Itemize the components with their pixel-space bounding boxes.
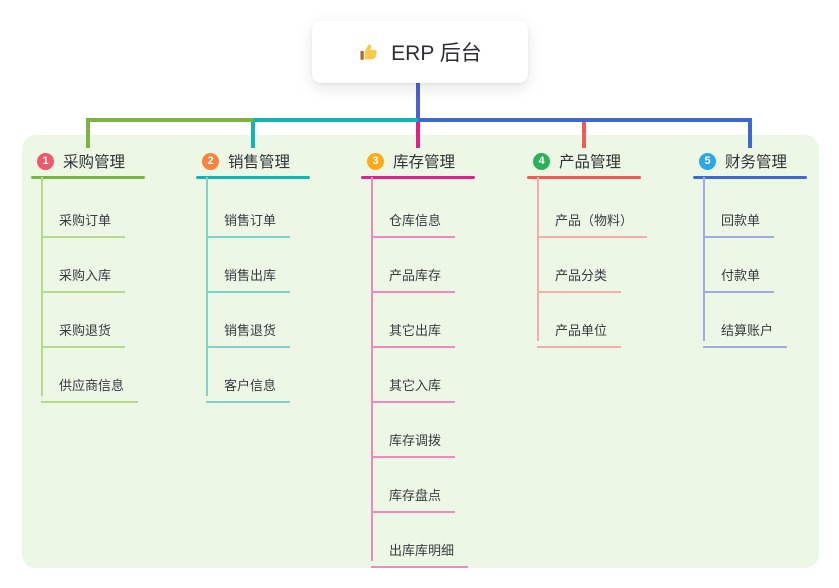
child-node-label: 销售退货 [224, 323, 277, 338]
branch-trunk-line [371, 177, 373, 561]
mindmap-panel [22, 135, 819, 568]
branch-underline [196, 176, 310, 179]
child-node-label: 回款单 [721, 213, 761, 228]
child-node[interactable]: 其它入库 [371, 359, 456, 403]
child-node-label: 产品库存 [389, 268, 442, 283]
root-node[interactable]: ERP 后台 [312, 21, 528, 83]
child-node-label: 产品分类 [555, 268, 608, 283]
child-node-label: 客户信息 [224, 378, 277, 393]
branch-label: 财务管理 [725, 154, 788, 171]
child-node-label: 供应商信息 [59, 378, 125, 393]
child-node[interactable]: 付款单 [703, 249, 775, 293]
branch-drop-line [748, 118, 752, 148]
branch-label: 库存管理 [393, 154, 456, 171]
child-node[interactable]: 采购订单 [41, 194, 126, 238]
branch-number-badge: 4 [533, 152, 550, 170]
child-node-label: 采购退货 [59, 323, 112, 338]
child-node[interactable]: 销售出库 [206, 249, 291, 293]
branch-drop-line [86, 118, 90, 148]
branch-label: 销售管理 [228, 154, 291, 171]
child-node[interactable]: 产品库存 [371, 249, 456, 293]
branch-underline [361, 176, 475, 179]
branch-number-badge: 3 [367, 152, 384, 170]
branch-label: 采购管理 [63, 154, 126, 171]
child-node[interactable]: 采购入库 [41, 249, 126, 293]
root-label: ERP 后台 [391, 42, 482, 65]
child-node[interactable]: 产品分类 [537, 249, 622, 293]
child-node[interactable]: 产品单位 [537, 304, 622, 348]
child-node[interactable]: 库存盘点 [371, 469, 456, 513]
child-node-label: 库存盘点 [389, 488, 442, 503]
branch-header[interactable]: 3 库存管理 [367, 148, 455, 174]
child-node[interactable]: 库存调拨 [371, 414, 456, 458]
thumbs-up-icon [360, 44, 378, 60]
branch-drop-line [582, 118, 586, 148]
child-node-label: 采购入库 [59, 268, 112, 283]
child-node-label: 仓库信息 [389, 213, 442, 228]
child-node-label: 出库库明细 [389, 543, 455, 558]
child-node-label: 付款单 [721, 268, 761, 283]
child-node-label: 产品单位 [555, 323, 608, 338]
child-node[interactable]: 客户信息 [206, 359, 291, 403]
connector-horizontal-green [86, 118, 253, 122]
connector-horizontal-teal [253, 118, 418, 122]
child-node-label: 销售出库 [224, 268, 277, 283]
child-node[interactable]: 采购退货 [41, 304, 126, 348]
child-node[interactable]: 其它出库 [371, 304, 456, 348]
child-node-label: 结算账户 [721, 323, 774, 338]
child-node[interactable]: 仓库信息 [371, 194, 456, 238]
child-node-label: 产品（物料） [555, 213, 634, 228]
child-node[interactable]: 销售订单 [206, 194, 291, 238]
child-node[interactable]: 出库库明细 [371, 524, 469, 568]
child-node-label: 采购订单 [59, 213, 112, 228]
branch-header[interactable]: 4 产品管理 [533, 148, 621, 174]
branch-trunk-line [41, 177, 43, 396]
child-node[interactable]: 产品（物料） [537, 194, 648, 238]
child-node-label: 销售订单 [224, 213, 277, 228]
branch-drop-line [251, 118, 255, 148]
branch-number-badge: 1 [37, 152, 54, 170]
connector-horizontal-blue [418, 118, 752, 122]
branch-header[interactable]: 2 销售管理 [202, 148, 290, 174]
branch-header[interactable]: 5 财务管理 [699, 148, 787, 174]
branch-number-badge: 5 [699, 152, 716, 170]
branch-drop-line [416, 118, 420, 148]
root-vertical-line [416, 83, 420, 118]
branch-underline [527, 176, 641, 179]
branch-trunk-line [703, 177, 705, 341]
branch-trunk-line [206, 177, 208, 396]
child-node-label: 其它出库 [389, 323, 442, 338]
child-node[interactable]: 回款单 [703, 194, 775, 238]
branch-underline [693, 176, 807, 179]
child-node[interactable]: 销售退货 [206, 304, 291, 348]
branch-header[interactable]: 1 采购管理 [37, 148, 125, 174]
child-node[interactable]: 供应商信息 [41, 359, 139, 403]
branch-trunk-line [537, 177, 539, 341]
child-node-label: 其它入库 [389, 378, 442, 393]
child-node[interactable]: 结算账户 [703, 304, 788, 348]
branch-underline [31, 176, 145, 179]
child-node-label: 库存调拨 [389, 433, 442, 448]
branch-label: 产品管理 [559, 154, 622, 171]
branch-number-badge: 2 [202, 152, 219, 170]
